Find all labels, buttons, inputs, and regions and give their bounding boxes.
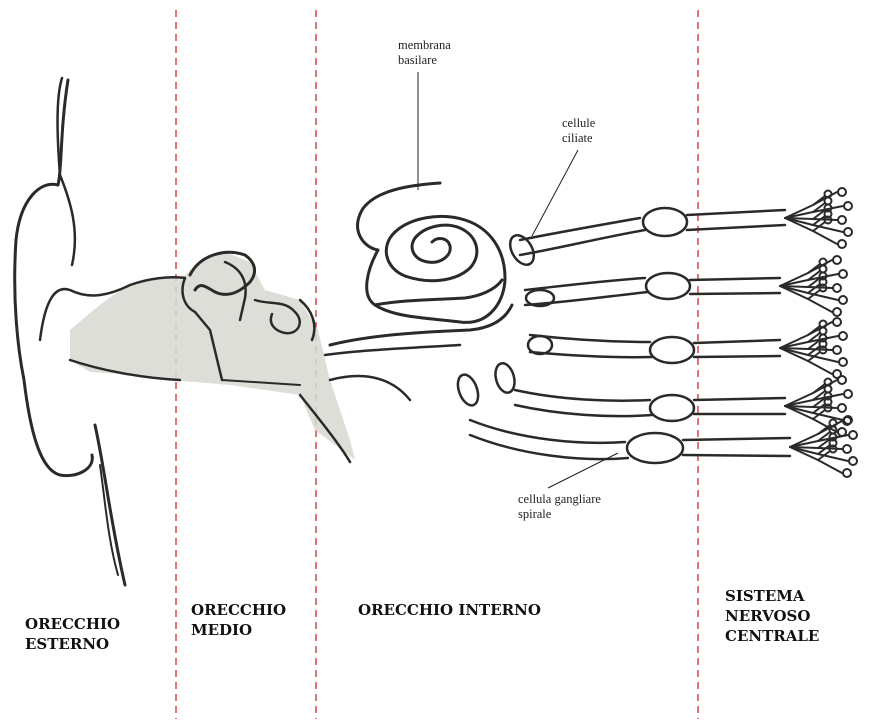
synaptic-bouton: [839, 296, 847, 304]
axon-1: [687, 210, 785, 230]
terminal-branch: [780, 348, 832, 374]
cochlea-inner-coil: [412, 238, 450, 262]
axon-5: [683, 438, 790, 456]
synaptic-bouton: [849, 431, 857, 439]
basilar-membrane-label: membrana basilare: [398, 38, 451, 68]
spiral-ganglion-cell-label: cellula gangliare spirale: [518, 492, 601, 522]
neurons-drawing: [454, 208, 790, 463]
pinna-outer: [15, 80, 93, 476]
lobule-back: [100, 465, 118, 575]
synaptic-bouton: [833, 308, 841, 316]
axon-4: [694, 398, 785, 414]
lobule: [95, 425, 125, 585]
neuron-fiber-5: [470, 420, 628, 459]
synaptic-bouton: [844, 202, 852, 210]
hair-cell-3: [528, 336, 552, 354]
cochlea-middle-coil: [386, 225, 477, 280]
ganglion-cell-2: [646, 273, 690, 299]
terminal-branch: [780, 286, 832, 312]
ganglion-cell-1: [643, 208, 687, 236]
synaptic-bouton: [820, 266, 827, 273]
axon-3: [694, 340, 780, 357]
synaptic-bouton: [839, 332, 847, 340]
cochlear-duct-lower: [325, 345, 460, 355]
ear-canal-shading: [70, 252, 355, 460]
synaptic-bouton: [838, 216, 846, 224]
ganglion-cell-3: [650, 337, 694, 363]
hair-cell-4: [492, 361, 517, 395]
cochlear-duct: [330, 305, 512, 345]
synaptic-bouton: [833, 256, 841, 264]
hair-cells-label: cellule ciliate: [562, 116, 595, 146]
neuron-fiber-4: [515, 390, 652, 416]
hair-cell-5: [454, 372, 482, 408]
synaptic-bouton: [839, 358, 847, 366]
neuron-fiber-2: [525, 278, 648, 305]
terminal-branch: [790, 447, 842, 473]
synaptic-bouton: [849, 457, 857, 465]
synaptic-bouton: [820, 328, 827, 335]
synaptic-bouton: [833, 318, 841, 326]
outer-ear-drawing: [15, 78, 355, 585]
synaptic-bouton: [825, 386, 832, 393]
cns-terminal-branches: [780, 188, 857, 477]
synaptic-bouton: [843, 469, 851, 477]
leader-hair-cells: [532, 150, 578, 236]
ganglion-cell-4: [650, 395, 694, 421]
cns-label: SISTEMA NERVOSO CENTRALE: [725, 586, 819, 646]
pinna-inner-fold: [58, 78, 75, 265]
middle-ear-label: ORECCHIO MEDIO: [191, 600, 286, 640]
cochlea-outer-coil: [358, 183, 505, 322]
axon-2: [690, 278, 780, 294]
synaptic-bouton: [838, 404, 846, 412]
vestibule-lower: [330, 376, 410, 400]
synaptic-bouton: [838, 240, 846, 248]
cochlea-base-coil: [375, 280, 502, 305]
synaptic-bouton: [838, 376, 846, 384]
synaptic-bouton: [843, 445, 851, 453]
outer-ear-label: ORECCHIO ESTERNO: [25, 614, 120, 654]
synaptic-bouton: [825, 198, 832, 205]
terminal-branch: [785, 218, 837, 244]
inner-ear-label: ORECCHIO INTERNO: [358, 600, 541, 620]
ganglion-cell-5: [627, 433, 683, 463]
synaptic-bouton: [839, 270, 847, 278]
synaptic-bouton: [844, 390, 852, 398]
synaptic-bouton: [844, 228, 852, 236]
cochlea-drawing: [325, 183, 512, 400]
synaptic-bouton: [833, 346, 841, 354]
synaptic-bouton: [838, 188, 846, 196]
synaptic-bouton: [833, 284, 841, 292]
